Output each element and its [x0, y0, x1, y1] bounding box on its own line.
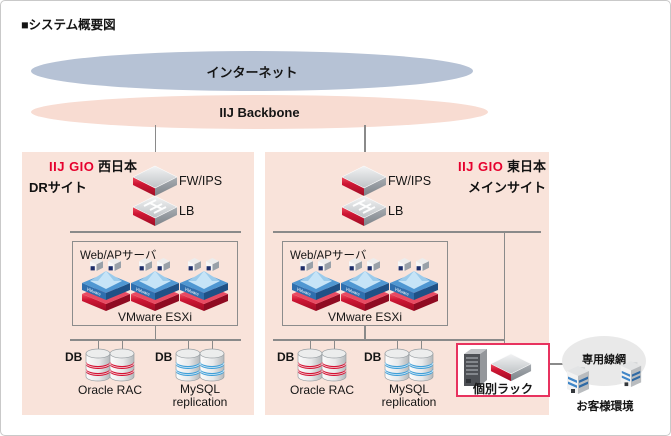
east-oracle-label: Oracle RAC	[289, 383, 354, 397]
lb-label-east: LB	[388, 204, 404, 218]
west-oracle-label: Oracle RAC	[77, 383, 142, 397]
west-db-label-mysql: DB	[155, 350, 173, 364]
west-site-header: IIJ GIO 西日本	[49, 156, 137, 175]
db-drop-line	[121, 339, 123, 350]
mysql-label-line2: replication	[381, 395, 437, 409]
mysql-label-line2: replication	[172, 395, 228, 409]
east-site-type: メインサイト	[467, 180, 546, 195]
page-title: ■システム概要図	[21, 18, 116, 32]
mysql-db-icon	[408, 348, 434, 382]
customer-env-label: お客様環境	[576, 401, 634, 413]
east-webap-label: Web/APサーバ	[290, 250, 367, 262]
oracle-db-icon	[85, 348, 111, 382]
internet-label: インターネット	[206, 64, 298, 80]
oracle-db-icon	[297, 348, 323, 382]
esxi-host-icon	[288, 258, 344, 312]
fw-label-east: FW/IPS	[388, 174, 432, 188]
east-esxi-label: VMware ESXi	[327, 310, 403, 324]
west-esxi-label: VMware ESXi	[117, 310, 193, 324]
firewall-icon-east	[338, 164, 390, 198]
west-mysql-label: MySQL replication	[155, 383, 245, 409]
west-webap-box	[72, 241, 238, 326]
rack-appliance-icon	[487, 352, 535, 383]
west-db-label-oracle: DB	[65, 350, 83, 364]
iij-gio-logo-east: IIJ GIO	[457, 159, 504, 174]
leased-line-label: 専用線網	[582, 354, 626, 366]
fw-label-west: FW/IPS	[179, 174, 223, 188]
customer-building-icon	[619, 361, 643, 389]
oracle-db-icon	[109, 348, 135, 382]
rack-to-cloud-line	[549, 363, 569, 365]
esxi-host-icon	[337, 258, 393, 312]
east-db-bus	[273, 339, 504, 341]
load-balancer-icon-west	[129, 194, 181, 228]
west-db-drop	[154, 326, 156, 340]
rack-label: 個別ラック	[472, 382, 533, 396]
rack-uplink-line	[503, 231, 505, 343]
esxi-host-icon	[78, 258, 134, 312]
west-region-label: 西日本	[98, 159, 138, 174]
db-drop-line	[420, 339, 422, 350]
internet-cloud: インターネット	[31, 51, 473, 91]
oracle-db-icon	[321, 348, 347, 382]
load-balancer-icon-east	[338, 194, 390, 228]
west-site-type: DRサイト	[29, 180, 87, 195]
mysql-label-line1: MySQL	[388, 382, 429, 396]
west-top-bus	[70, 231, 241, 233]
esxi-host-icon	[127, 258, 183, 312]
firewall-icon-west	[129, 164, 181, 198]
east-region-label: 東日本	[506, 159, 546, 174]
backbone-label: IIJ Backbone	[219, 104, 300, 120]
esxi-host-icon	[386, 258, 442, 312]
east-mysql-label: MySQL replication	[364, 383, 454, 409]
db-drop-line	[211, 339, 213, 350]
west-webap-label: Web/APサーバ	[80, 250, 157, 262]
iij-gio-logo-west: IIJ GIO	[49, 159, 95, 174]
backbone-ellipse: IIJ Backbone	[31, 95, 488, 129]
east-top-bus	[273, 231, 541, 233]
east-db-label-oracle: DB	[277, 350, 295, 364]
db-drop-line	[97, 339, 99, 350]
esxi-host-icon	[176, 258, 232, 312]
west-db-bus	[70, 339, 241, 341]
east-db-label-mysql: DB	[364, 350, 382, 364]
customer-building-icon	[565, 366, 591, 396]
east-site-header: IIJ GIO 東日本	[444, 156, 546, 175]
east-webap-box	[282, 241, 448, 326]
mysql-db-icon	[384, 348, 410, 382]
db-drop-line	[309, 339, 311, 350]
db-drop-line	[333, 339, 335, 350]
db-drop-line	[187, 339, 189, 350]
mysql-db-icon	[199, 348, 225, 382]
mysql-db-icon	[175, 348, 201, 382]
east-db-drop	[364, 326, 366, 340]
db-drop-line	[396, 339, 398, 350]
lb-label-west: LB	[179, 204, 195, 218]
mysql-label-line1: MySQL	[179, 382, 220, 396]
